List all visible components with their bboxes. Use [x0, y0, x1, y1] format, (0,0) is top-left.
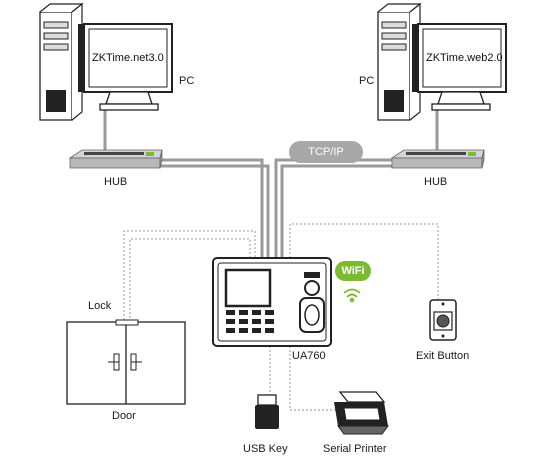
pc-left-software-text: ZKTime.net3.0: [92, 52, 164, 64]
door-label: Door: [112, 410, 136, 422]
pc-right-software-text: ZKTime.web2.0: [426, 52, 503, 64]
serial-printer-label: Serial Printer: [323, 443, 387, 455]
ua760-device: [212, 257, 332, 347]
dotted-connections: [123, 223, 439, 411]
door-drawing: [66, 319, 186, 405]
serial-printer-device: [334, 391, 389, 435]
pc-left: [39, 2, 173, 121]
pc-right-label: PC: [359, 75, 375, 87]
network-lines: [103, 108, 439, 258]
lock-label: Lock: [88, 300, 112, 312]
wifi-badge: WiFi: [335, 261, 371, 281]
pc-right: [377, 2, 507, 121]
hub-right-device: [390, 149, 485, 169]
ua760-label: UA760: [292, 350, 326, 362]
wifi-signal-icon: [343, 288, 361, 303]
hub-right-label: HUB: [424, 176, 448, 188]
pc-left-label: PC: [179, 75, 195, 87]
tcp-ip-badge: TCP/IP: [289, 141, 363, 163]
hub-left-label: HUB: [104, 176, 128, 188]
exit-button-device: [429, 299, 457, 341]
usb-key-label: USB Key: [243, 443, 288, 455]
hub-left-device: [68, 149, 163, 169]
exit-button-label: Exit Button: [416, 350, 470, 362]
usb-key-device: [255, 394, 279, 429]
